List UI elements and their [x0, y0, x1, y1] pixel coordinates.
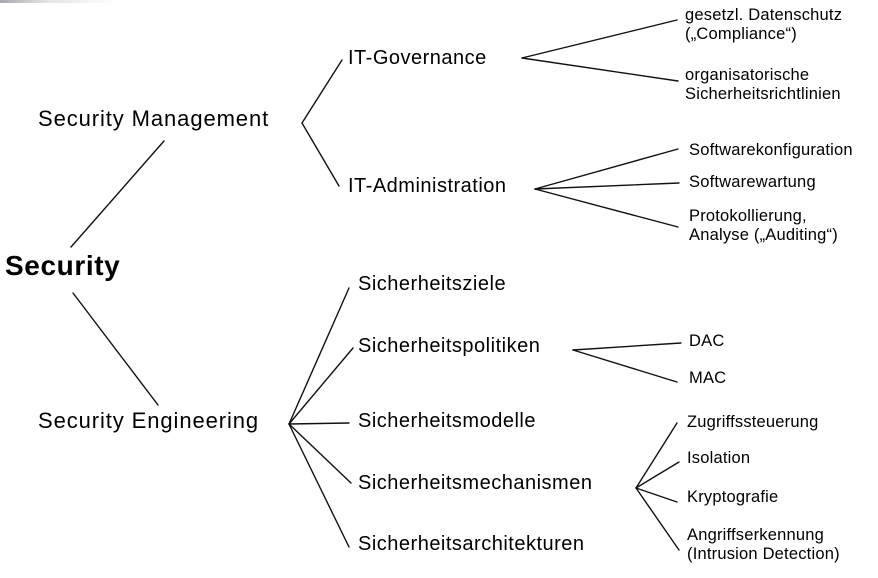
edge-management-to-governance — [301, 59, 343, 124]
node-it-administration: IT-Administration — [348, 175, 507, 197]
edge-management-to-administration — [301, 122, 340, 187]
leaf-kryptografie: Kryptografie — [687, 488, 779, 506]
edge-governance-to-datenschutz — [521, 19, 678, 59]
edge-politiken-to-mac — [572, 349, 678, 383]
leaf-isolation: Isolation — [687, 449, 751, 467]
edge-security-to-management — [70, 140, 165, 248]
node-it-governance: IT-Governance — [348, 47, 487, 69]
node-security-root: Security — [5, 250, 121, 281]
edge-engineering-to-modelle — [288, 422, 350, 425]
edge-administration-to-konfiguration — [534, 148, 679, 190]
edge-governance-to-richtlinien — [521, 57, 679, 82]
leaf-dac: DAC — [689, 332, 725, 350]
edge-mechanismen-to-isolation — [635, 461, 680, 489]
edge-mechanismen-to-kryptografie — [635, 487, 678, 503]
node-security-management: Security Management — [38, 106, 270, 131]
node-sicherheitspolitiken: Sicherheitspolitiken — [358, 335, 541, 357]
leaf-softwarewartung: Softwarewartung — [689, 173, 816, 191]
node-sicherheitsmodelle: Sicherheitsmodelle — [358, 410, 536, 432]
edge-engineering-to-ziele — [288, 287, 350, 425]
edge-engineering-to-politiken — [288, 347, 354, 425]
node-sicherheitsmechanismen: Sicherheitsmechanismen — [358, 472, 593, 494]
edge-mechanismen-to-zugriffssteuerung — [635, 422, 678, 489]
leaf-gesetzl-datenschutz: gesetzl. Datenschutz („Compliance“) — [685, 6, 843, 43]
leaf-organisatorische-richtlinien: organisatorische Sicherheitsrichtlinien — [685, 66, 841, 103]
leaf-softwarekonfiguration: Softwarekonfiguration — [689, 141, 853, 159]
leaf-zugriffssteuerung: Zugriffssteuerung — [687, 413, 819, 431]
edge-mechanismen-to-angriffserkennung — [635, 487, 680, 551]
edge-administration-to-protokollierung — [534, 188, 679, 228]
edge-politiken-to-dac — [572, 342, 682, 351]
edge-security-to-engineering — [72, 292, 159, 406]
leaf-protokollierung-auditing: Protokollierung, Analyse („Auditing“) — [689, 207, 838, 244]
node-sicherheitsziele: Sicherheitsziele — [358, 273, 507, 295]
edge-engineering-to-architekturen — [288, 423, 350, 548]
edge-engineering-to-mechanismen — [288, 423, 352, 484]
node-security-engineering: Security Engineering — [38, 408, 260, 433]
leaf-angriffserkennung: Angriffserkennung (Intrusion Detection) — [687, 526, 840, 563]
edge-administration-to-wartung — [534, 182, 680, 190]
screenshot-edge-artifact — [0, 0, 118, 3]
leaf-mac: MAC — [689, 369, 727, 387]
node-sicherheitsarchitekturen: Sicherheitsarchitekturen — [358, 533, 585, 555]
